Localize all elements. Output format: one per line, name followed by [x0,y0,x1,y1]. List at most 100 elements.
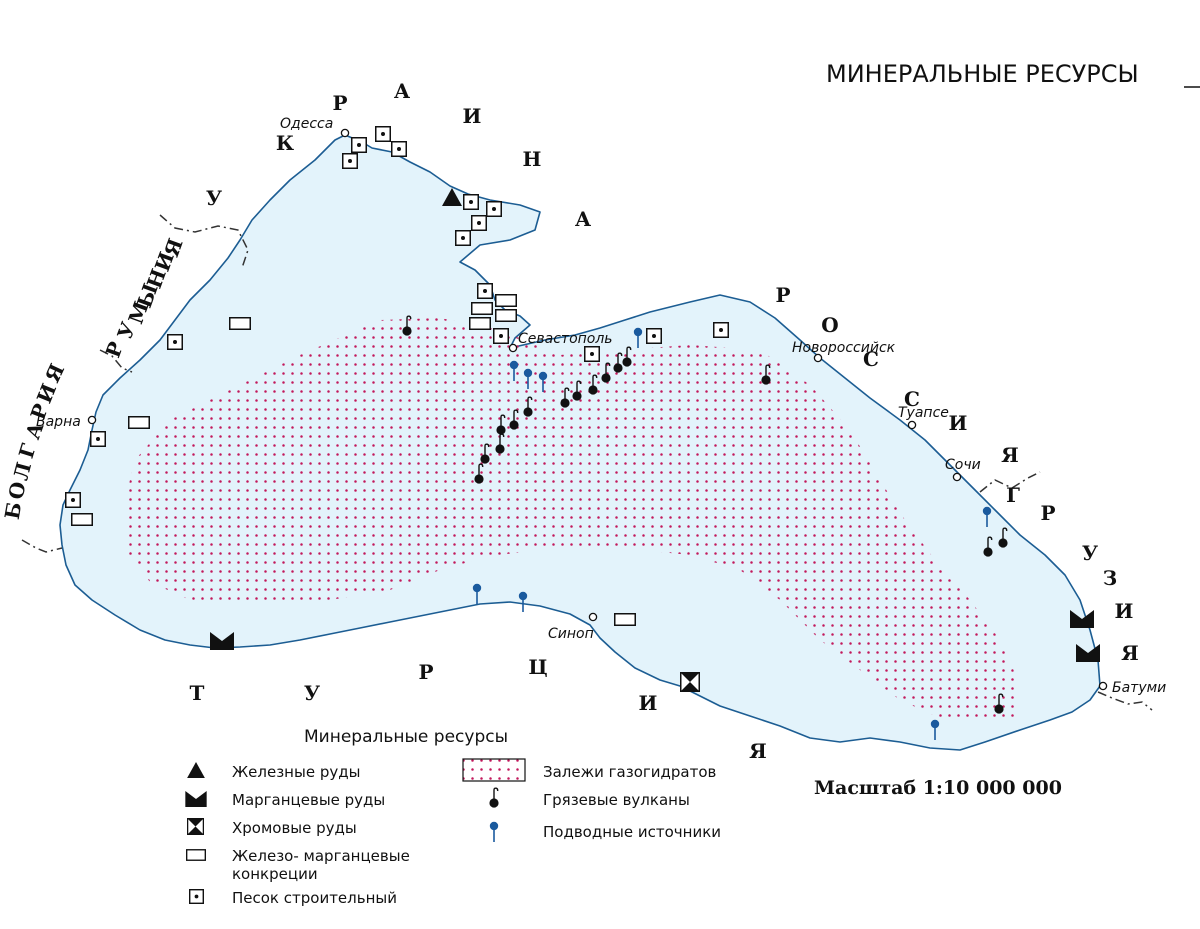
construction-sand-icon [713,322,729,338]
construction-sand-icon [463,194,479,210]
manganese-ore-icon [185,791,207,807]
country-letter: Я [1121,641,1139,665]
country-letter: З [1103,566,1117,590]
construction-sand-icon [486,201,502,217]
city-marker-novorossiysk [813,353,823,363]
country-letter: И [463,104,482,128]
iron-ore-icon [187,762,205,778]
iron-manganese-nodules-icon [186,849,206,861]
iron-manganese-nodules-icon [229,317,251,330]
country-letter: Я [749,739,767,763]
construction-sand-icon [455,230,471,246]
country-letter: С [904,387,920,411]
country-letter: А [575,207,592,231]
country-letter: Л [8,460,36,483]
country-letter: У [1082,541,1098,565]
state-borders [21,214,1153,711]
legend-label-submarine-springs: Подводные источники [543,823,721,841]
city-label-novorossiysk: Новороссийск [792,340,896,356]
city-marker-sevastopol [508,343,518,353]
country-letter: Я [40,360,69,386]
country-russia: Р О С С И Я [775,283,1018,467]
construction-sand-icon [90,431,106,447]
construction-sand-icon [351,137,367,153]
country-letter: Я [1001,443,1019,467]
country-letter: Б [0,500,26,521]
country-letter: Н [523,147,542,171]
city-label-varna: Варна [36,414,81,430]
country-letter: У [304,681,320,705]
scale-label: Масштаб 1:10 000 000 [814,777,1062,799]
iron-manganese-nodules-icon [469,317,491,330]
submarine-spring-icon [488,821,500,843]
iron-manganese-nodules-icon [614,613,636,626]
iron-manganese-nodules-icon [495,294,517,307]
city-marker-tuapse [907,420,917,430]
country-letter: Ц [528,655,547,679]
iron-manganese-nodules-icon [71,513,93,526]
country-ukraine: У К Р А И Н А [206,79,592,231]
city-marker-sinop [588,612,598,622]
city-marker-sochi [952,472,962,482]
country-letter: И [639,691,658,715]
construction-sand-icon [493,328,509,344]
country-letter: О [4,480,31,502]
construction-sand-icon [471,215,487,231]
iron-manganese-nodules-icon [495,309,517,322]
country-letter: Г [14,441,41,461]
country-letter: Р [1040,501,1055,525]
country-turkey: Т У Р Ц И Я [190,655,767,763]
city-label-batumi: Батуми [1112,680,1166,696]
country-letter: И [949,411,968,435]
city-label-tuapse: Туапсе [898,405,949,421]
gas-hydrate-icon [462,758,526,782]
construction-sand-icon [646,328,662,344]
country-letter: О [821,313,838,337]
legend-label-construction-sand: Песок строительный [232,889,397,907]
construction-sand-icon [584,346,600,362]
country-letter: К [276,131,294,155]
legend-title: Минеральные ресурсы [304,727,508,747]
iron-manganese-nodules-icon [128,416,150,429]
country-letter: Р [775,283,790,307]
legend-label-mud-volcanoes: Грязевые вулканы [543,791,690,809]
country-letter: С [863,347,879,371]
construction-sand-icon [167,334,183,350]
legend-label-gas-hydrates: Залежи газогидратов [543,763,716,781]
country-letter: Р [101,338,129,360]
construction-sand-icon [375,126,391,142]
country-letter: И [1115,599,1134,623]
legend-label-nodules-line1: Железо- марганцевые [232,847,410,865]
city-marker-batumi [1098,681,1108,691]
city-marker-varna [87,415,97,425]
country-letter: Г [1006,483,1020,507]
city-label-odessa: Одесса [280,116,333,132]
legend-label-nodules-line2: конкреции [232,865,318,883]
city-label-sochi: Сочи [945,457,981,473]
country-letter: У [112,319,140,342]
country-letter: Т [190,681,205,705]
chrome-ore-icon [187,818,204,835]
city-label-sinop: Синоп [548,626,594,642]
mud-volcano-icon [488,787,500,809]
country-letter: А [394,79,411,103]
country-letter: Р [418,660,433,684]
country-letter: У [206,186,222,210]
city-marker-odessa [340,128,350,138]
chrome-ore-icon [680,672,700,692]
country-letter: Р [332,91,347,115]
construction-sand-icon [342,153,358,169]
construction-sand-icon [477,283,493,299]
map-title: МИНЕРАЛЬНЫЕ РЕСУРСЫ [826,60,1139,88]
cities [87,128,1108,691]
construction-sand-icon [189,889,204,904]
construction-sand-icon [391,141,407,157]
legend-label-manganese-ore: Марганцевые руды [232,791,385,809]
construction-sand-icon [65,492,81,508]
gas-hydrate-zone [125,318,1020,722]
legend-label-chrome-ore: Хромовые руды [232,819,357,837]
